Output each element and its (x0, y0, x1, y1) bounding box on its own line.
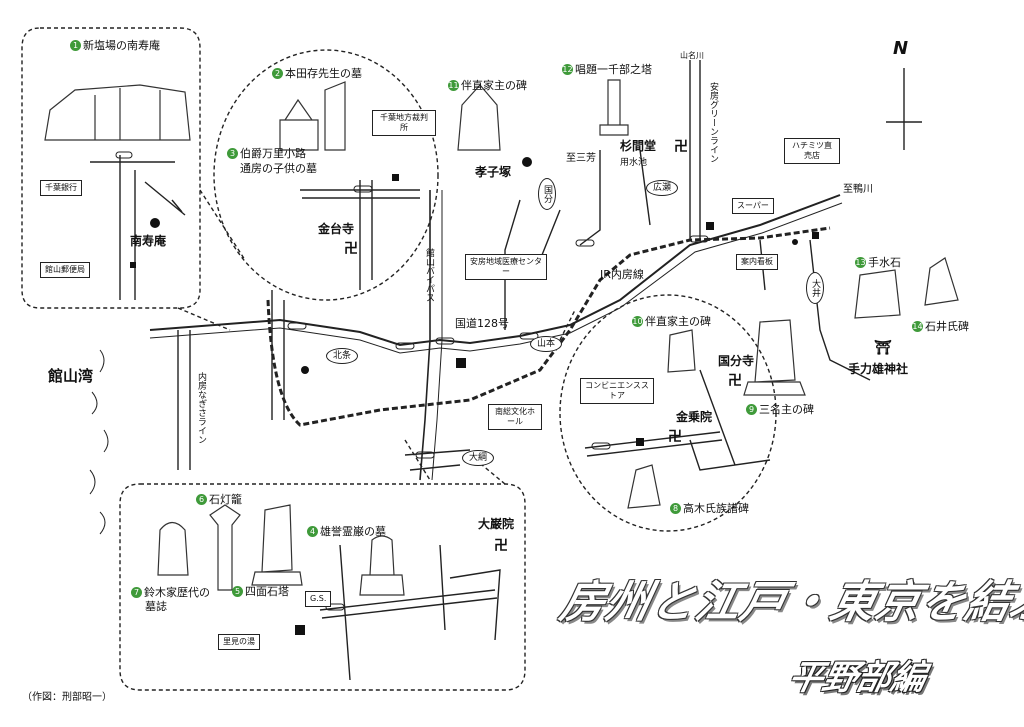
box-supermarket: スーパー (732, 198, 774, 214)
box-bunka-hall: 南総文化ホール (488, 404, 542, 430)
bypass-road (419, 190, 431, 481)
jr-line (266, 226, 831, 427)
nagisa-road (177, 330, 191, 470)
nanjuan-gate-sketch (44, 84, 191, 141)
place-daiganin: 大巌院 (478, 517, 515, 531)
site-label-7b: 墓誌 (145, 600, 167, 613)
label-yamana-river: 山名川 (680, 51, 704, 60)
place-sugimado: 杉間堂 (620, 139, 657, 153)
site-label-3b: 通房の子供の墓 (240, 162, 317, 175)
koshizuka-marker (522, 157, 532, 167)
place-kokubunji: 国分寺 (718, 354, 755, 368)
temple-icon-kokubunji: 卍 (728, 373, 742, 389)
label-jr-line: JR内房線 (600, 268, 644, 281)
box-signboard: 案内看板 (736, 254, 778, 270)
place-koshizuka: 孝子塚 (475, 165, 512, 179)
label-bypass: 館山バイパス (424, 248, 434, 302)
box-convenience: コンビニエンスストア (580, 378, 654, 404)
label-route128: 国道128号 (455, 317, 509, 330)
hojo-marker (301, 366, 309, 374)
label-to-kamogawa: 至鴨川 (843, 184, 873, 195)
label-nagisa: 内房なぎさライン (196, 372, 206, 444)
north-compass: N (893, 38, 909, 59)
oval-hirose: 広瀬 (646, 180, 679, 196)
shrine-icon: ⛩ (874, 340, 892, 356)
box-court: 千葉地方裁判所 (372, 110, 436, 136)
box-chiba-bank: 千葉銀行 (40, 180, 82, 196)
box-satomi: 里見の湯 (218, 634, 260, 650)
box-medical: 安房地域医療センター (465, 254, 547, 280)
oval-oami: 大綱 (462, 450, 495, 466)
place-yosuiike: 用水池 (620, 158, 648, 168)
box-gs: G.S. (305, 591, 332, 607)
inset-nanjuan-outline (21, 27, 201, 309)
inset-kokubunji-outline (559, 294, 777, 532)
oval-kokubun: 国分 (538, 178, 556, 210)
map-subtitle: 平野部編 (785, 658, 930, 698)
temple-icon-konjoin: 卍 (668, 429, 682, 445)
nanjuan-marker (150, 218, 160, 228)
temple-icon-kondaiji: 卍 (344, 241, 358, 257)
map-credit: （作図：刑部昭一） (22, 692, 112, 703)
map-title: 房州と江戸・東京を結ぶ文化財 (555, 577, 1024, 628)
place-nanjuan: 南寿庵 (130, 234, 167, 248)
place-kondaiji: 金台寺 (318, 222, 355, 236)
temple-icon-sugimado: 卍 (674, 139, 688, 155)
oval-yamamoto: 山本 (530, 336, 563, 352)
place-taichikara: 手力雄神社 (848, 362, 909, 376)
kondaiji-grave-sketch (279, 81, 346, 151)
oval-oi: 大井 (806, 272, 824, 304)
label-green-line: 安房グリーンライン (708, 82, 718, 163)
box-post-office: 館山郵便局 (40, 262, 90, 278)
oval-hojo: 北条 (326, 348, 359, 364)
box-honey: ハチミツ直売店 (784, 138, 840, 164)
label-to-sanpo: 至三芳 (566, 153, 596, 164)
place-konjoin: 金乗院 (676, 410, 713, 424)
inset-kondaiji-outline (213, 49, 439, 301)
temple-icon-daiganin: 卍 (494, 538, 508, 554)
inset-daiganin-outline (119, 483, 526, 691)
place-tateyama-bay: 館山湾 (48, 367, 94, 385)
